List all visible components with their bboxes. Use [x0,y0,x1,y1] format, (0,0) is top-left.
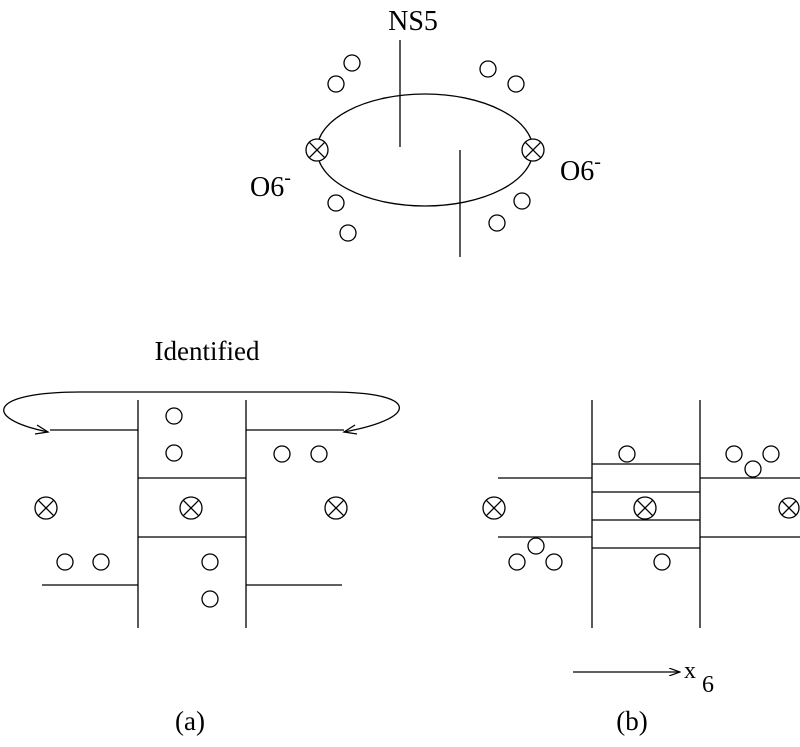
d6-brane [327,75,345,93]
d6-brane [725,445,743,463]
d6-brane [310,445,328,463]
o6-plane [324,496,348,520]
d6-brane [273,445,291,463]
d6-brane [527,537,545,555]
o6-label-left: O6- [250,167,291,203]
d6-brane [545,553,563,571]
d6-brane [744,460,762,478]
d6-brane [327,194,345,212]
d6-brane [653,553,671,571]
o6-plane [482,496,506,520]
d6-brane [513,192,531,210]
panel-a: Identified [3,336,400,736]
d6-brane [339,224,357,242]
d6-brane [92,553,110,571]
x6-axis-label: x6 [684,658,714,698]
identification-arrow [3,391,400,433]
o6-plane-right [521,138,545,162]
d6-brane [201,553,219,571]
compact-circle [316,93,534,207]
d6-brane [479,60,497,78]
o6-plane [633,496,657,520]
d6-brane [618,445,636,463]
d6-brane [201,590,219,608]
o6-plane [179,496,203,520]
d6-brane [762,445,780,463]
identified-label: Identified [155,336,260,366]
ns5-label: NS5 [388,6,438,37]
d6-brane [56,553,74,571]
o6-plane [778,497,800,519]
o6-label-right: O6- [560,151,601,187]
o6-plane [34,496,58,520]
d6-brane [508,553,526,571]
top-figure: NS5 O6- O6- [250,6,601,257]
caption-b: (b) [616,706,647,736]
panel-b: x6 (b) [482,400,800,736]
d6-brane [488,214,506,232]
d6-brane [165,444,183,462]
d6-brane [165,407,183,425]
d6-brane [507,75,525,93]
o6-plane-left [305,138,329,162]
d6-brane [343,54,361,72]
caption-a: (a) [175,706,205,736]
